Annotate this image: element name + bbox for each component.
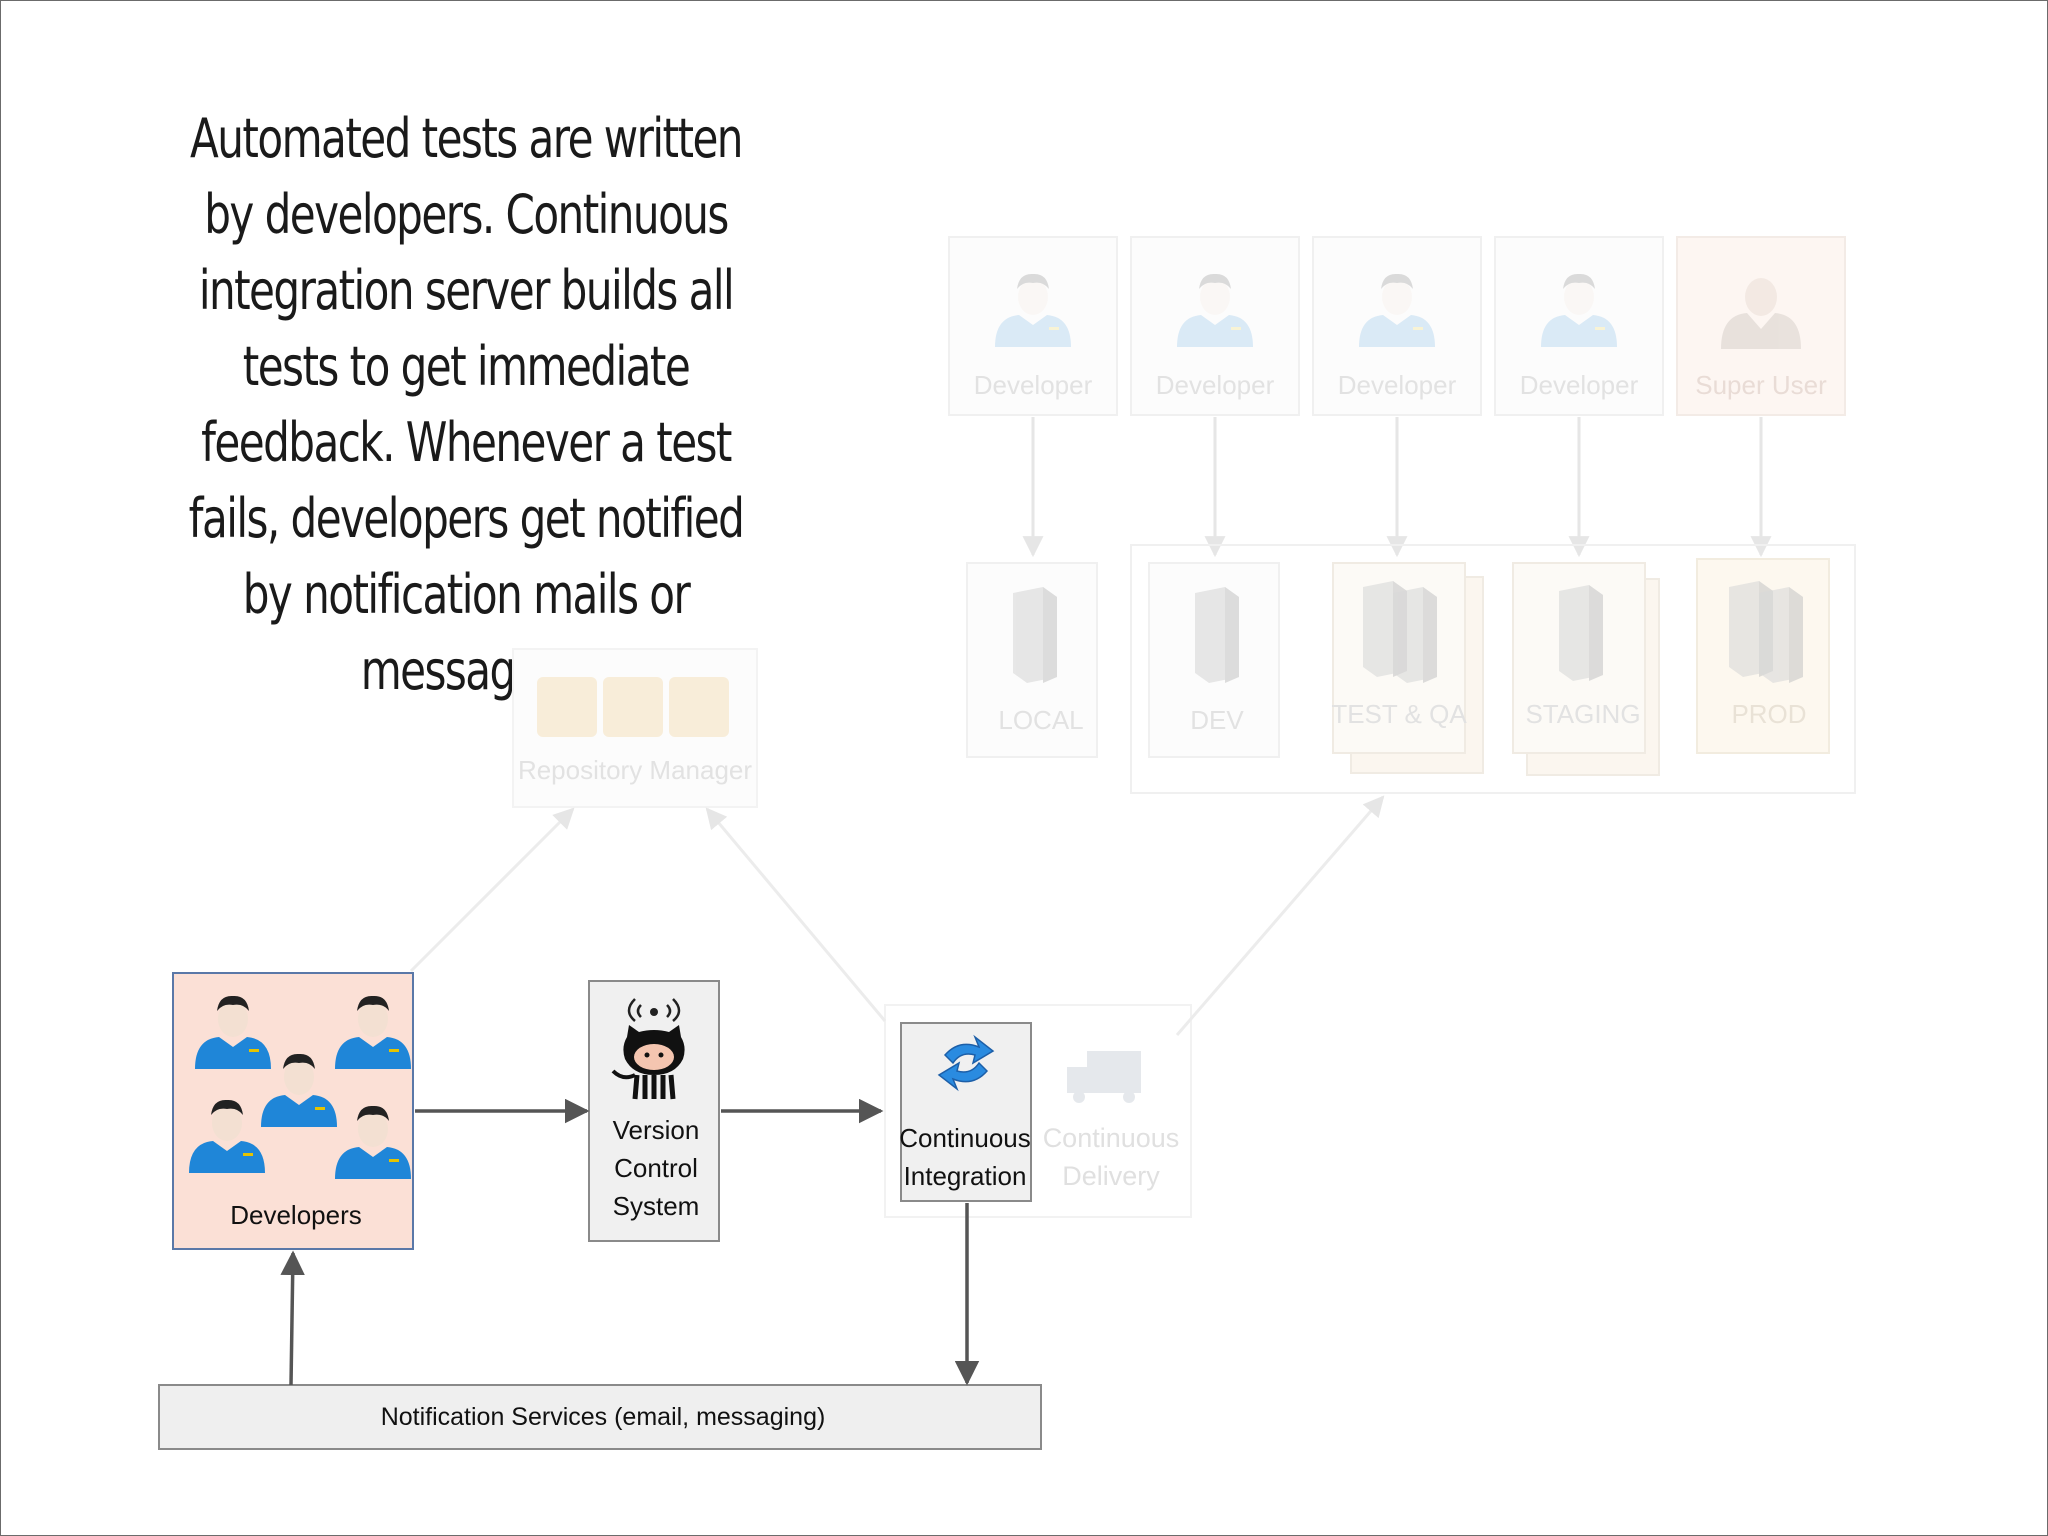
ci-cd-frame xyxy=(884,1004,1192,1218)
env-label: STAGING xyxy=(1525,699,1640,729)
role-label: Super User xyxy=(1695,370,1827,400)
faded-deployment-pipeline: Developer Developer Developer Developer xyxy=(409,236,1856,1218)
repository-manager: Repository Manager xyxy=(512,648,758,808)
server-tower-icon xyxy=(1759,587,1803,683)
ci-label-line1: Continuous xyxy=(899,1123,1031,1153)
notification-label: Notification Services (email, messaging) xyxy=(381,1403,826,1431)
intro-text: Automated tests are written by developer… xyxy=(188,107,745,702)
server-tower-icon xyxy=(1393,587,1437,683)
role-card-1: Developer xyxy=(948,236,1118,416)
package-boxes-icon xyxy=(537,677,729,737)
vcs-label-line1: Version xyxy=(613,1115,700,1145)
ci-label-line2: Integration xyxy=(904,1161,1027,1191)
developers-label: Developers xyxy=(230,1200,362,1230)
cd-label-line2: Delivery xyxy=(1062,1161,1160,1191)
developers-box: Developers xyxy=(172,972,414,1250)
env-staging: STAGING xyxy=(1512,562,1660,776)
delivery-truck-icon xyxy=(1067,1051,1141,1103)
role-env-arrows xyxy=(1022,417,1772,558)
role-label: Developer xyxy=(1156,370,1275,400)
role-card-3: Developer xyxy=(1312,236,1482,416)
role-card-5: Super User xyxy=(1676,236,1846,416)
continuous-delivery: Continuous Delivery xyxy=(1043,1051,1180,1191)
server-tower-icon xyxy=(1559,585,1603,681)
role-label: Developer xyxy=(1520,370,1639,400)
faded-arrows xyxy=(409,795,1385,1036)
vcs-label-line2: Control xyxy=(614,1153,698,1183)
arrow-notification-to-developers xyxy=(280,1250,305,1386)
env-prod: PROD xyxy=(1696,558,1830,754)
flow-arrows xyxy=(280,1098,980,1386)
vcs-box: Version Control System xyxy=(588,980,720,1242)
github-octocat-icon xyxy=(611,998,685,1100)
ci-box: Continuous Integration xyxy=(899,1022,1032,1202)
person-icon xyxy=(1721,278,1801,349)
cd-label-line1: Continuous xyxy=(1043,1123,1180,1153)
sync-arrows-icon xyxy=(937,1034,995,1092)
role-label: Developer xyxy=(974,370,1093,400)
role-card-4: Developer xyxy=(1494,236,1664,416)
env-local: LOCAL xyxy=(966,562,1098,758)
env-label: DEV xyxy=(1190,705,1244,735)
env-dev: DEV xyxy=(1148,562,1280,758)
environment-group-frame xyxy=(1130,544,1856,794)
role-label: Developer xyxy=(1338,370,1457,400)
server-tower-icon xyxy=(1013,587,1057,683)
server-tower-icon xyxy=(1195,587,1239,683)
vcs-label-line3: System xyxy=(613,1191,700,1221)
role-card-2: Developer xyxy=(1130,236,1300,416)
env-test-qa: TEST & QA xyxy=(1331,562,1484,774)
env-label: TEST & QA xyxy=(1331,699,1467,729)
env-label: LOCAL xyxy=(998,705,1083,735)
repository-manager-label: Repository Manager xyxy=(518,755,752,785)
env-label: PROD xyxy=(1731,699,1806,729)
notification-services-bar: Notification Services (email, messaging) xyxy=(158,1384,1042,1450)
